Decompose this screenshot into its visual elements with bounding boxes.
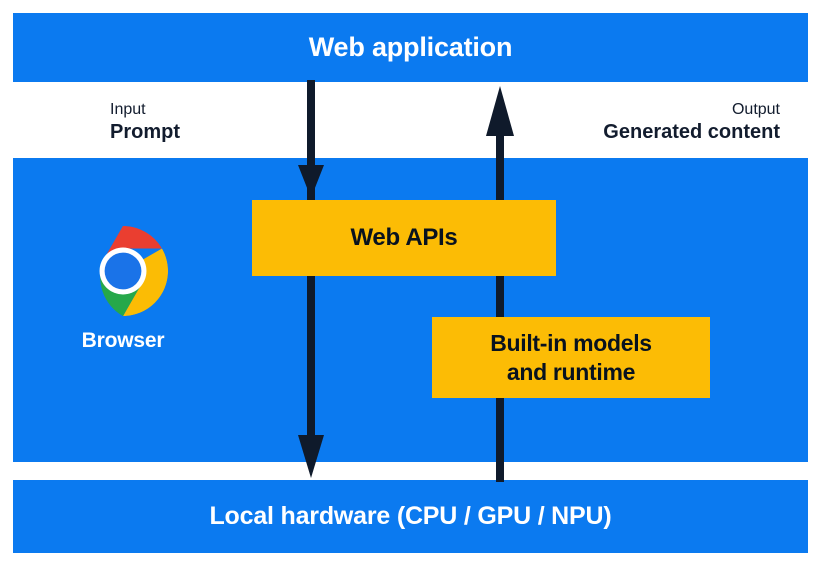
browser-label: Browser bbox=[81, 329, 165, 352]
annotation-input: Input Prompt bbox=[110, 100, 180, 145]
layer-local-hardware-label: Local hardware (CPU / GPU / NPU) bbox=[209, 502, 612, 530]
annotation-input-value: Prompt bbox=[110, 121, 180, 143]
annotation-output-value: Generated content bbox=[603, 121, 780, 143]
layer-web-application-label: Web application bbox=[308, 32, 513, 62]
component-builtin-models-label: Built-in models and runtime bbox=[490, 329, 652, 387]
annotation-output: Output Generated content bbox=[603, 100, 780, 145]
component-web-apis: Web APIs bbox=[252, 200, 556, 276]
component-builtin-models: Built-in models and runtime bbox=[432, 317, 710, 398]
chrome-logo-icon bbox=[99, 225, 169, 317]
component-builtin-models-line2: and runtime bbox=[506, 358, 636, 385]
arrow-up-output-flow bbox=[486, 86, 514, 482]
browser-block: Browser bbox=[63, 225, 183, 353]
layer-local-hardware: Local hardware (CPU / GPU / NPU) bbox=[13, 480, 808, 553]
component-builtin-models-line1: Built-in models bbox=[490, 329, 652, 356]
component-web-apis-label: Web APIs bbox=[350, 224, 458, 251]
layer-web-application: Web application bbox=[13, 13, 808, 82]
annotation-input-kind: Input bbox=[110, 101, 146, 118]
annotation-output-kind: Output bbox=[731, 101, 780, 118]
arrow-down-input-flow bbox=[298, 80, 324, 478]
